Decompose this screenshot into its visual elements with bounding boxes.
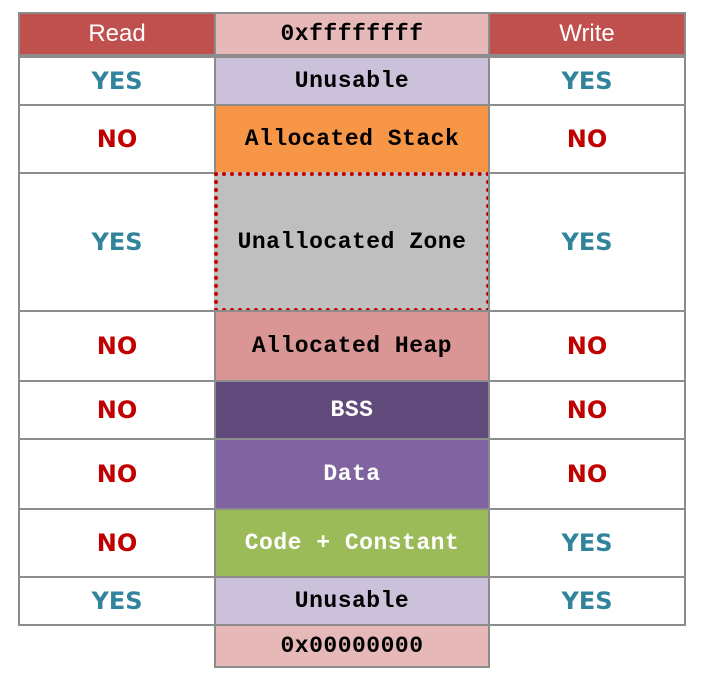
- write-value: YES: [561, 587, 613, 615]
- segment-label: Code + Constant: [244, 530, 460, 556]
- read-permission-unallocated: YES: [18, 172, 216, 312]
- segment-label: Unusable: [294, 588, 410, 614]
- write-permission-heap: NO: [488, 310, 686, 382]
- bottom-address-label: 0x00000000: [280, 633, 424, 659]
- top-address-cell: 0xffffffff: [214, 12, 490, 56]
- write-value: NO: [566, 460, 608, 488]
- read-value: NO: [96, 332, 138, 360]
- read-permission-bss: NO: [18, 380, 216, 440]
- write-permission-unusable-top: YES: [488, 56, 686, 106]
- segment-unallocated-zone: Unallocated Zone: [214, 172, 490, 312]
- write-permission-code: YES: [488, 508, 686, 578]
- read-value: YES: [91, 67, 143, 95]
- segment-allocated-heap: Allocated Heap: [214, 310, 490, 382]
- write-permission-unallocated: YES: [488, 172, 686, 312]
- segment-label: Data: [323, 461, 381, 487]
- write-value: YES: [561, 228, 613, 256]
- read-value: YES: [91, 228, 143, 256]
- read-column-header: Read: [18, 12, 216, 56]
- segment-unusable-top: Unusable: [214, 56, 490, 106]
- read-permission-data: NO: [18, 438, 216, 510]
- segment-code-constant: Code + Constant: [214, 508, 490, 578]
- read-value: NO: [96, 396, 138, 424]
- segment-unusable-bottom: Unusable: [214, 576, 490, 626]
- write-column-header: Write: [488, 12, 686, 56]
- write-value: YES: [561, 67, 613, 95]
- write-value: YES: [561, 529, 613, 557]
- write-value: NO: [566, 332, 608, 360]
- segment-data: Data: [214, 438, 490, 510]
- write-value: NO: [566, 125, 608, 153]
- write-permission-stack: NO: [488, 104, 686, 174]
- read-value: YES: [91, 587, 143, 615]
- segment-label: Unusable: [294, 68, 410, 94]
- write-permission-data: NO: [488, 438, 686, 510]
- segment-bss: BSS: [214, 380, 490, 440]
- write-value: NO: [566, 396, 608, 424]
- read-permission-unusable-top: YES: [18, 56, 216, 106]
- top-address-label: 0xffffffff: [280, 21, 424, 47]
- write-header-label: Write: [559, 20, 615, 47]
- read-value: NO: [96, 125, 138, 153]
- segment-allocated-stack: Allocated Stack: [214, 104, 490, 174]
- segment-label: Allocated Heap: [251, 333, 453, 359]
- read-value: NO: [96, 460, 138, 488]
- read-permission-code: NO: [18, 508, 216, 578]
- segment-label: Unallocated Zone: [237, 229, 467, 255]
- write-permission-unusable-bottom: YES: [488, 576, 686, 626]
- bottom-address-cell: 0x00000000: [214, 624, 490, 668]
- read-permission-stack: NO: [18, 104, 216, 174]
- read-header-label: Read: [88, 20, 146, 47]
- segment-label: Allocated Stack: [244, 126, 460, 152]
- write-permission-bss: NO: [488, 380, 686, 440]
- read-permission-unusable-bottom: YES: [18, 576, 216, 626]
- segment-label: BSS: [330, 397, 374, 423]
- read-value: NO: [96, 529, 138, 557]
- read-permission-heap: NO: [18, 310, 216, 382]
